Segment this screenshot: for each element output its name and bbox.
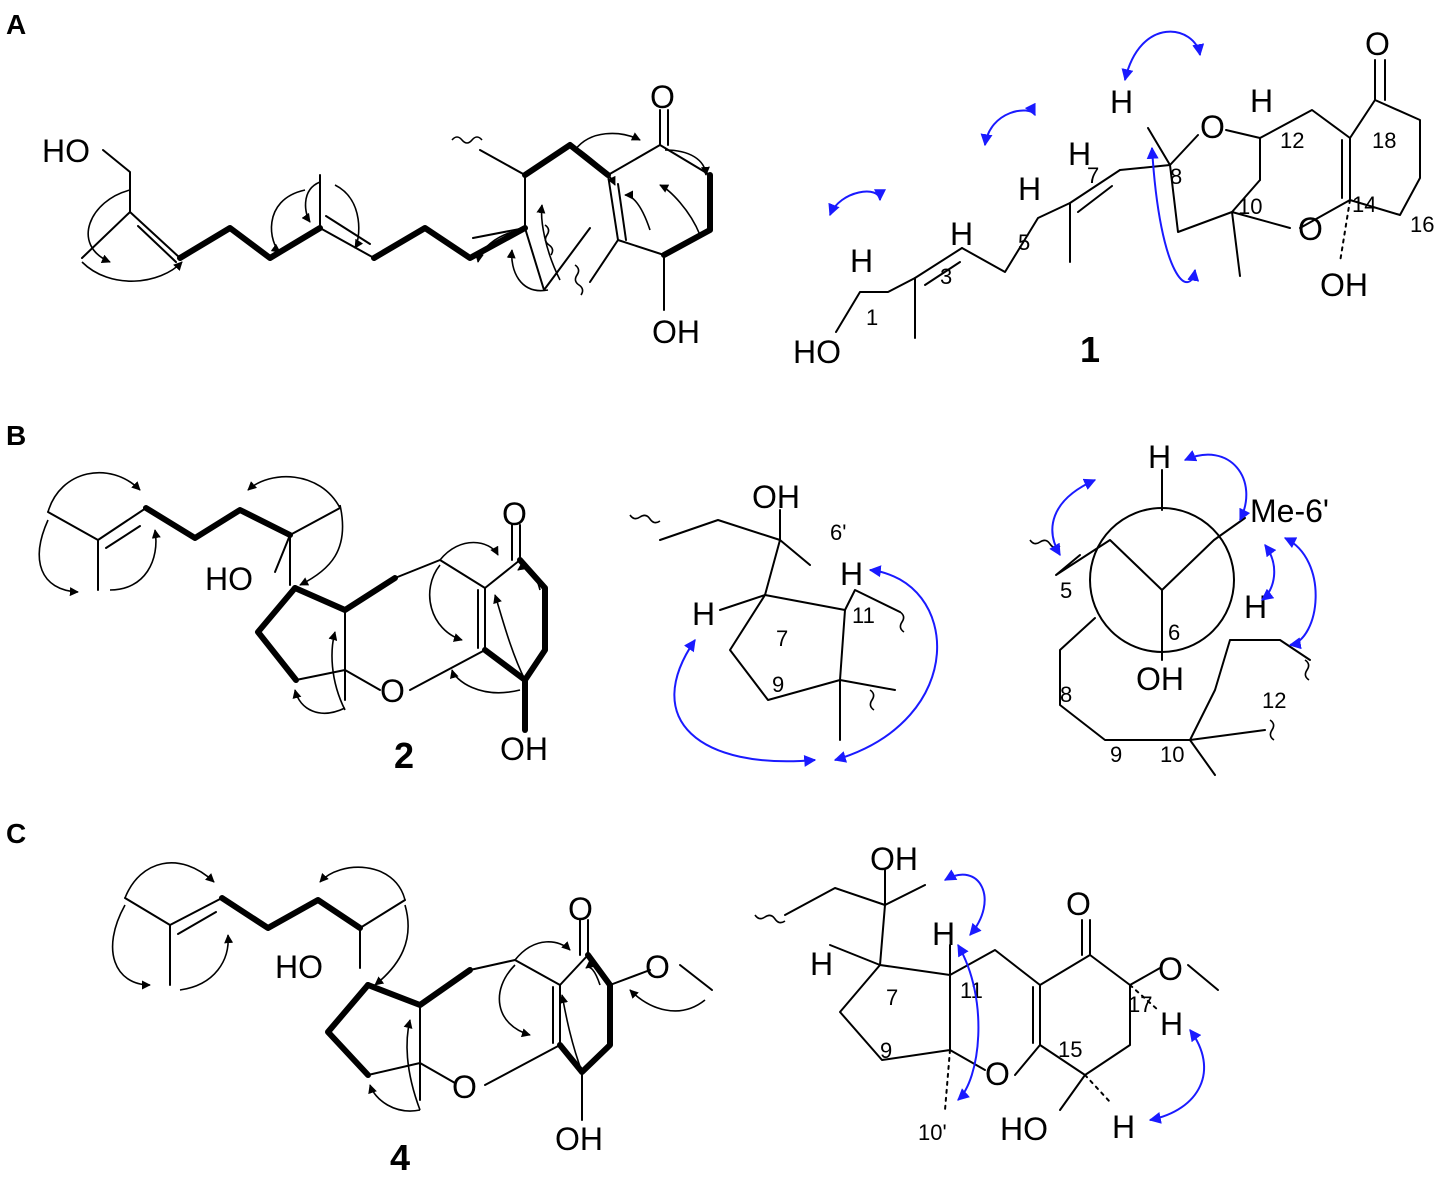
label-h11-c: H: [932, 916, 955, 952]
panel-b-newman-projection: H Me-6' 6 5 OH H 12 8 9 10: [1029, 439, 1329, 776]
num-18: 18: [1372, 128, 1396, 153]
label-oh-newman: OH: [1136, 661, 1184, 697]
compound-2-structure: HO O O OH 2: [38, 471, 548, 776]
label-h7: H: [1068, 136, 1091, 172]
num-9-n: 9: [1110, 742, 1122, 767]
label-oh-14: OH: [1320, 267, 1368, 303]
label-ho-4: HO: [275, 949, 323, 985]
num-7-c: 7: [886, 985, 898, 1010]
num-15: 15: [1058, 1037, 1082, 1062]
num-5-n: 5: [1060, 578, 1072, 603]
num-6p: 6': [830, 520, 846, 545]
num-10-n: 10: [1160, 742, 1184, 767]
label-h17-c: H: [1160, 1006, 1183, 1042]
num-12: 12: [1280, 128, 1304, 153]
label-h-newman: H: [1148, 439, 1171, 475]
label-ho-1: HO: [793, 334, 841, 370]
label-h15-c: H: [1112, 1109, 1135, 1145]
label-h1: H: [850, 243, 873, 279]
num-8-n: 8: [1060, 682, 1072, 707]
label-oh-2: OH: [500, 731, 548, 767]
label-o-methoxy-c: O: [1158, 951, 1183, 987]
label-h8: H: [1110, 84, 1133, 120]
label-h-newman2: H: [1244, 589, 1267, 625]
num-1: 1: [866, 305, 878, 330]
num-7: 7: [1087, 163, 1099, 188]
label-ho-2: HO: [205, 561, 253, 597]
compound-label-4: 4: [390, 1137, 410, 1176]
panel-label-b: B: [6, 420, 26, 451]
label-o-ketone-2: O: [502, 496, 527, 532]
label-oh-b-mid: OH: [752, 479, 800, 515]
compound-4-structure: HO O O O OH 4: [111, 862, 713, 1178]
label-oh: OH: [652, 314, 700, 350]
label-h3: H: [950, 216, 973, 252]
label-o-ketone-4: O: [568, 891, 593, 927]
num-7-b: 7: [776, 626, 788, 651]
num-11-b: 11: [852, 603, 875, 628]
label-ho: HO: [42, 133, 90, 169]
num-6: 6: [1168, 620, 1180, 645]
compound-1-structure: HO H 1 3 H 5 H 7 H 8 H O H 10 12 O O 18 …: [793, 26, 1434, 370]
num-16: 16: [1410, 212, 1434, 237]
label-o-ring-c: O: [985, 1056, 1010, 1092]
label-me6p: Me-6': [1250, 493, 1329, 529]
panel-c-stereo-structure: OH H 7 9 11 H O 10' O 15 17 O H HO H: [754, 841, 1219, 1147]
num-14: 14: [1352, 192, 1376, 217]
label-o-methoxy-4: O: [645, 949, 670, 985]
label-o-ring1: O: [1200, 109, 1225, 145]
label-o-2: O: [380, 673, 405, 709]
num-17: 17: [1128, 992, 1152, 1017]
label-o-ketone-c: O: [1066, 886, 1091, 922]
label-h-b-mid: H: [692, 596, 715, 632]
panel-label-a: A: [6, 9, 26, 40]
label-o-4: O: [452, 1069, 477, 1105]
label-h11: H: [1250, 83, 1273, 119]
label-h5: H: [1018, 171, 1041, 207]
label-oh-c: OH: [870, 841, 918, 877]
compound-label-2: 2: [394, 735, 414, 776]
num-10p: 10': [918, 1120, 947, 1145]
num-9-c: 9: [880, 1038, 892, 1063]
label-o-ring2: O: [1298, 211, 1323, 247]
label-o: O: [650, 79, 675, 115]
panel-a-correlation-structure: HO O OH: [42, 79, 713, 350]
num-9-b: 9: [772, 672, 784, 697]
num-3: 3: [940, 264, 952, 289]
panel-b-ring-fragment: OH 6' H 7 9 11 H: [629, 479, 938, 767]
label-ho-c: HO: [1000, 1111, 1048, 1147]
label-o-ketone: O: [1365, 26, 1390, 62]
num-11-c: 11: [960, 978, 983, 1003]
label-oh-4: OH: [555, 1121, 603, 1157]
compound-label-1: 1: [1080, 329, 1100, 370]
label-h7-c: H: [810, 946, 833, 982]
panel-label-c: C: [6, 818, 26, 849]
label-h11-b: H: [840, 556, 863, 592]
num-12-n: 12: [1262, 688, 1286, 713]
num-5: 5: [1018, 230, 1030, 255]
